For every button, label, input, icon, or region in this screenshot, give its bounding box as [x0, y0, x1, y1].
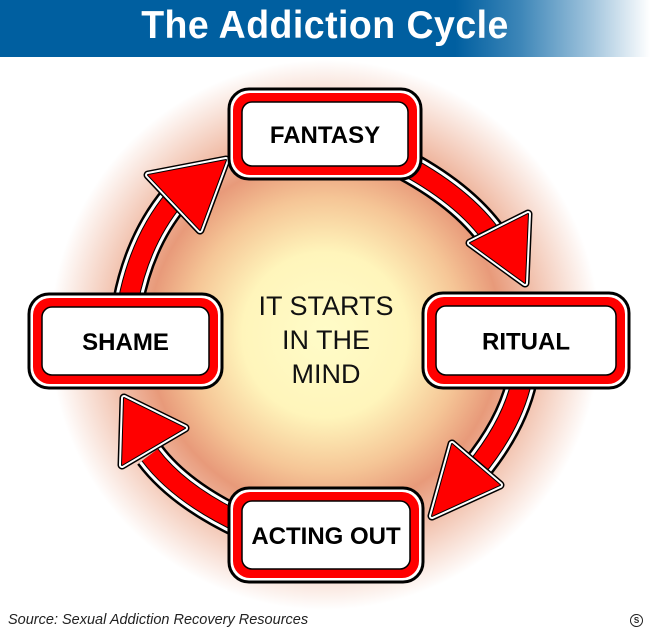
source-caption: Source: Sexual Addiction Recovery Resour…: [8, 612, 309, 628]
node-label-ritual: RITUAL: [482, 329, 570, 356]
node-ritual: RITUAL: [421, 291, 631, 390]
node-label-acting-out: ACTING OUT: [251, 523, 401, 550]
title-banner: The Addiction Cycle: [0, 0, 650, 57]
center-text-line-3: MIND: [292, 359, 361, 389]
node-fantasy: FANTASY: [227, 87, 423, 181]
arrow-shame-to-fantasy: [112, 155, 231, 306]
node-label-shame: SHAME: [82, 329, 169, 356]
center-text-line-2: IN THE: [282, 325, 370, 355]
arrow-fantasy-to-ritual: [397, 150, 533, 288]
page-title: The Addiction Cycle: [141, 4, 509, 47]
node-label-fantasy: FANTASY: [270, 122, 380, 149]
arrow-ritual-to-acting-out: [427, 376, 538, 521]
node-shame: SHAME: [27, 292, 224, 390]
node-acting-out: ACTING OUT: [227, 486, 425, 584]
center-text-line-1: IT STARTS: [258, 291, 393, 321]
publisher-logo-icon: S: [630, 614, 643, 627]
